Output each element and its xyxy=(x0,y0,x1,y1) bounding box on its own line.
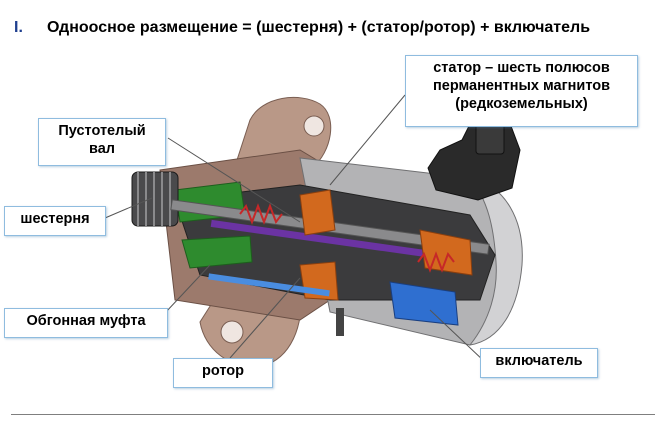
label-stator: статор – шесть полюсов перманентных магн… xyxy=(405,55,638,127)
leader-pinion xyxy=(104,197,153,219)
bottom-divider xyxy=(11,414,655,415)
switch-coil xyxy=(389,281,459,326)
spring-rear xyxy=(417,251,455,273)
label-overrunning-clutch: Обгонная муфта xyxy=(4,308,168,338)
label-rotor: ротор xyxy=(173,358,273,388)
motor-end-cap xyxy=(468,177,523,346)
spring xyxy=(239,203,283,225)
leader-hollow-shaft xyxy=(167,137,301,223)
leader-switch xyxy=(429,309,486,363)
slide-numeral: I. xyxy=(14,19,23,36)
label-switch: включатель xyxy=(480,348,598,378)
connector-housing xyxy=(427,117,521,201)
label-pinion: шестерня xyxy=(4,206,106,236)
flange-hole-top xyxy=(303,115,325,137)
flange-hole-bottom xyxy=(220,320,244,344)
blue-rod xyxy=(208,273,330,297)
leader-stator xyxy=(329,94,406,186)
leader-clutch xyxy=(164,264,211,314)
pinion-teeth xyxy=(137,172,171,226)
purple-rotor-shaft xyxy=(210,219,470,264)
leader-rotor xyxy=(229,277,301,359)
slide-title: Одноосное размещение = (шестерня) + (ста… xyxy=(47,19,591,36)
mounting-stud xyxy=(336,308,344,336)
label-hollow-shaft: Пустотелый вал xyxy=(38,118,166,166)
